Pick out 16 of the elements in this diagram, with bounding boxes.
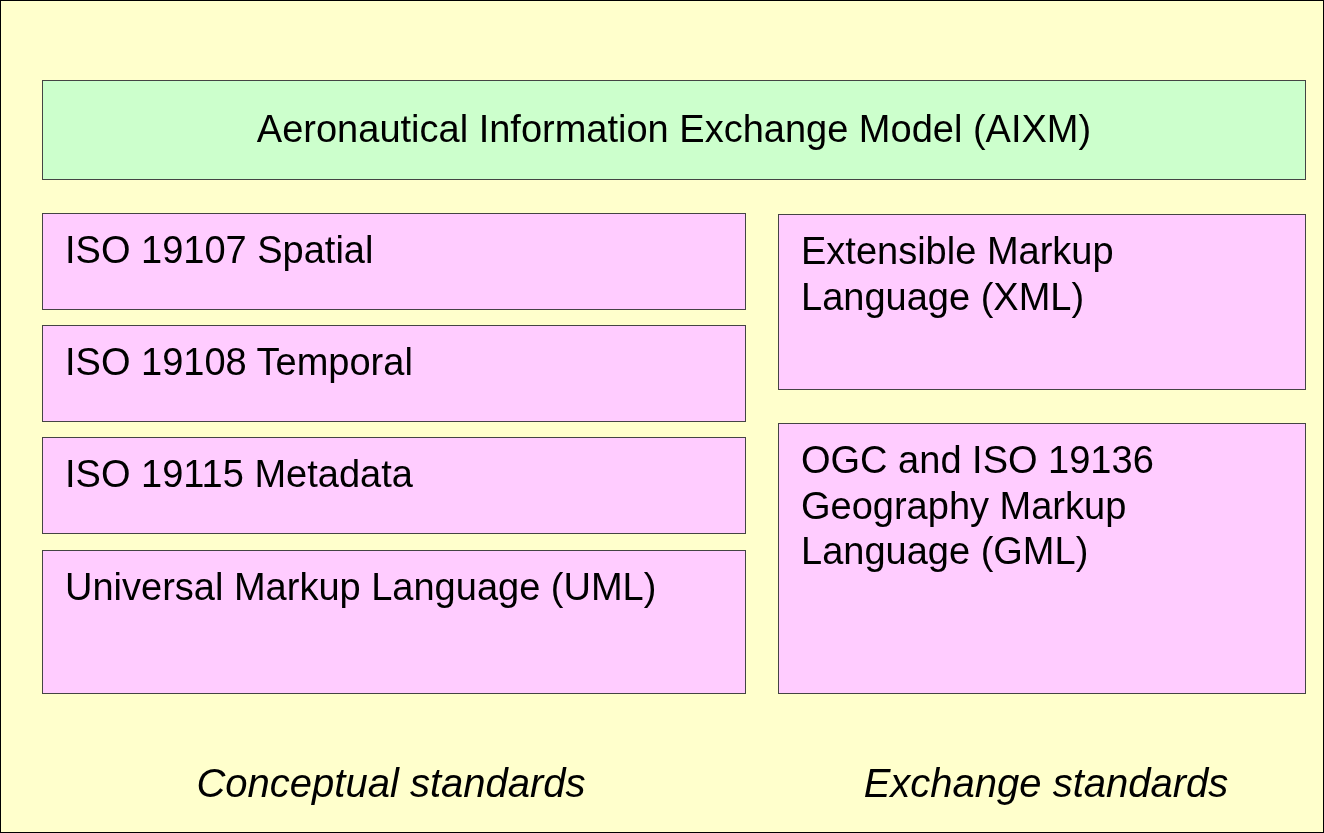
box-label: ISO 19107 Spatial xyxy=(65,228,374,273)
column-caption: Exchange standards xyxy=(863,761,1229,806)
box-label: Extensible Markup Language (XML) xyxy=(801,229,1115,320)
standard-box xyxy=(42,550,746,694)
standard-box xyxy=(42,80,1306,180)
box-label: ISO 19115 Metadata xyxy=(65,452,413,497)
box-label: ISO 19108 Temporal xyxy=(65,340,413,385)
box-label: OGC and ISO 19136 Geography Markup Language (GML) xyxy=(801,438,1155,575)
standard-box xyxy=(42,437,746,534)
box-label: Aeronautical Information Exchange Model (AIXM) xyxy=(256,107,1092,153)
box-label: Universal Markup Language (UML) xyxy=(65,565,657,610)
standard-box xyxy=(42,325,746,422)
standard-box xyxy=(778,423,1306,694)
standard-box xyxy=(778,214,1306,390)
standard-box xyxy=(42,213,746,310)
column-caption: Conceptual standards xyxy=(196,761,586,806)
